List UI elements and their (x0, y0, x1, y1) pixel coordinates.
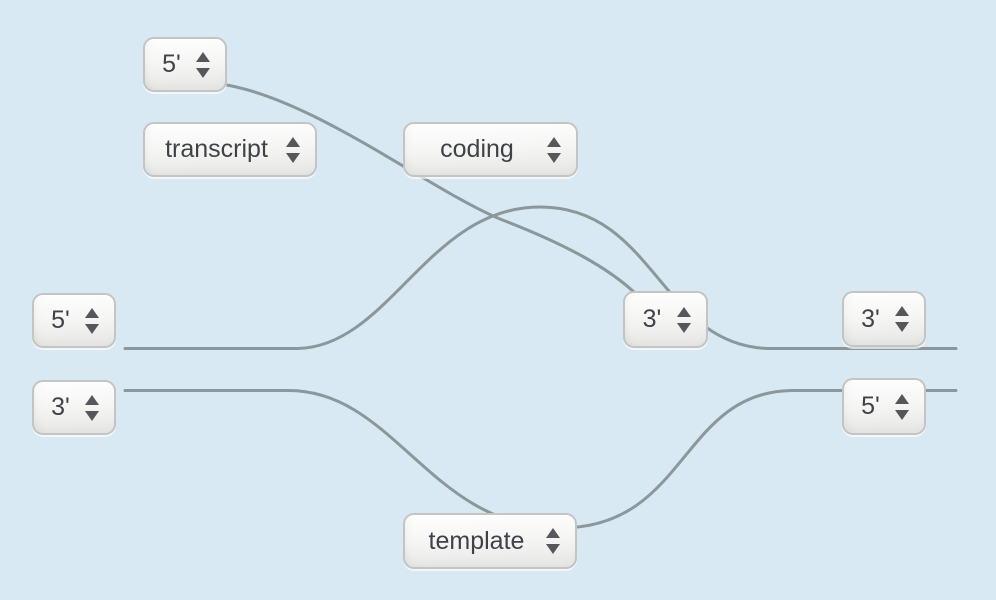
select-transcript-strand-label[interactable]: transcript (143, 122, 317, 177)
select-dna-bottom-left-end[interactable]: 3' (32, 380, 116, 435)
select-value: 3' (642, 305, 662, 333)
select-coding-strand-label[interactable]: coding (403, 122, 578, 177)
select-transcript-3-end[interactable]: 3' (623, 291, 708, 348)
coding-strand-line (123, 205, 958, 350)
select-value: 3' (51, 393, 70, 421)
updown-arrows-icon (85, 307, 99, 334)
select-value: coding (440, 135, 514, 163)
select-value: transcript (165, 135, 268, 163)
updown-arrows-icon (677, 306, 691, 333)
updown-arrows-icon (286, 136, 300, 163)
select-template-strand-label[interactable]: template (403, 513, 577, 569)
updown-arrows-icon (196, 51, 210, 78)
select-transcript-5-end[interactable]: 5' (143, 37, 227, 92)
updown-arrows-icon (895, 393, 909, 420)
template-strand-line (123, 388, 958, 530)
updown-arrows-icon (546, 528, 560, 554)
select-value: 5' (51, 306, 70, 334)
updown-arrows-icon (895, 306, 909, 332)
select-value: 3' (861, 304, 880, 333)
select-value: template (428, 526, 525, 555)
select-value: 5' (162, 50, 181, 78)
select-dna-top-right-end[interactable]: 3' (842, 291, 926, 347)
select-dna-bottom-right-end[interactable]: 5' (842, 378, 926, 435)
transcript-line (218, 82, 644, 302)
updown-arrows-icon (85, 394, 99, 421)
select-value: 5' (861, 392, 880, 420)
updown-arrows-icon (547, 136, 561, 163)
select-dna-top-left-end[interactable]: 5' (32, 293, 116, 348)
